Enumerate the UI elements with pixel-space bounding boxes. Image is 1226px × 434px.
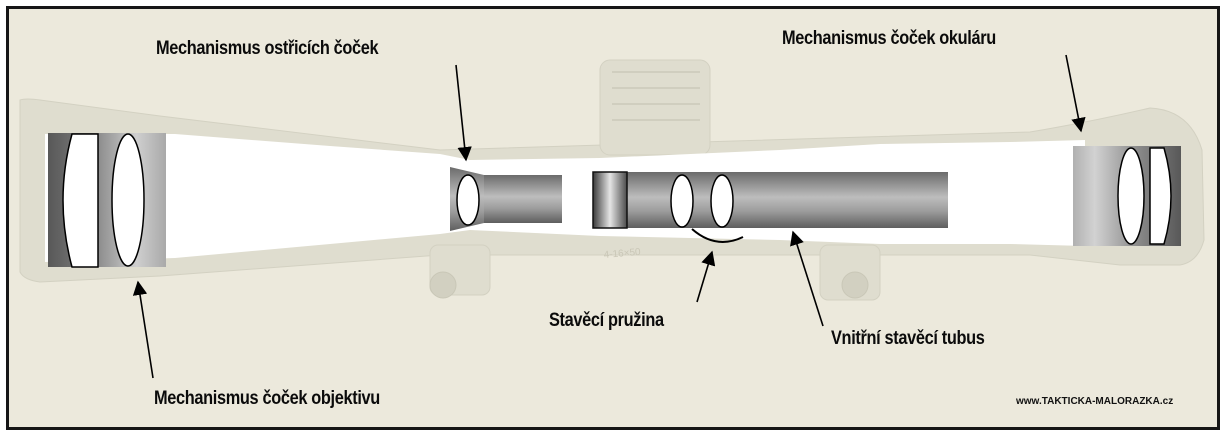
inner-erector-tube [592, 171, 948, 229]
eyepiece-lens-group [1073, 146, 1181, 246]
mount-screw-icons [429, 271, 869, 299]
objective-lens-group [48, 133, 166, 268]
label-adjust-spring: Stavěcí pružina [549, 310, 664, 331]
tube-cutaway [45, 134, 1085, 262]
adjust-spring [691, 228, 744, 243]
label-focus-lens: Mechanismus ostřicích čoček [156, 38, 379, 59]
watermark: www.TAKTICKA-MALORAZKA.cz [1016, 396, 1174, 407]
label-inner-tube: Vnitřní stavěcí tubus [831, 328, 985, 349]
focus-lens-group [450, 167, 562, 231]
pointer-arrows [132, 54, 1086, 379]
label-objective-lens: Mechanismus čoček objektivu [154, 388, 380, 409]
turret-ridges [612, 71, 700, 121]
label-eyepiece-lens: Mechanismus čoček okuláru [782, 28, 996, 49]
scope-magnification-marking: 4-16×50 [603, 247, 641, 261]
